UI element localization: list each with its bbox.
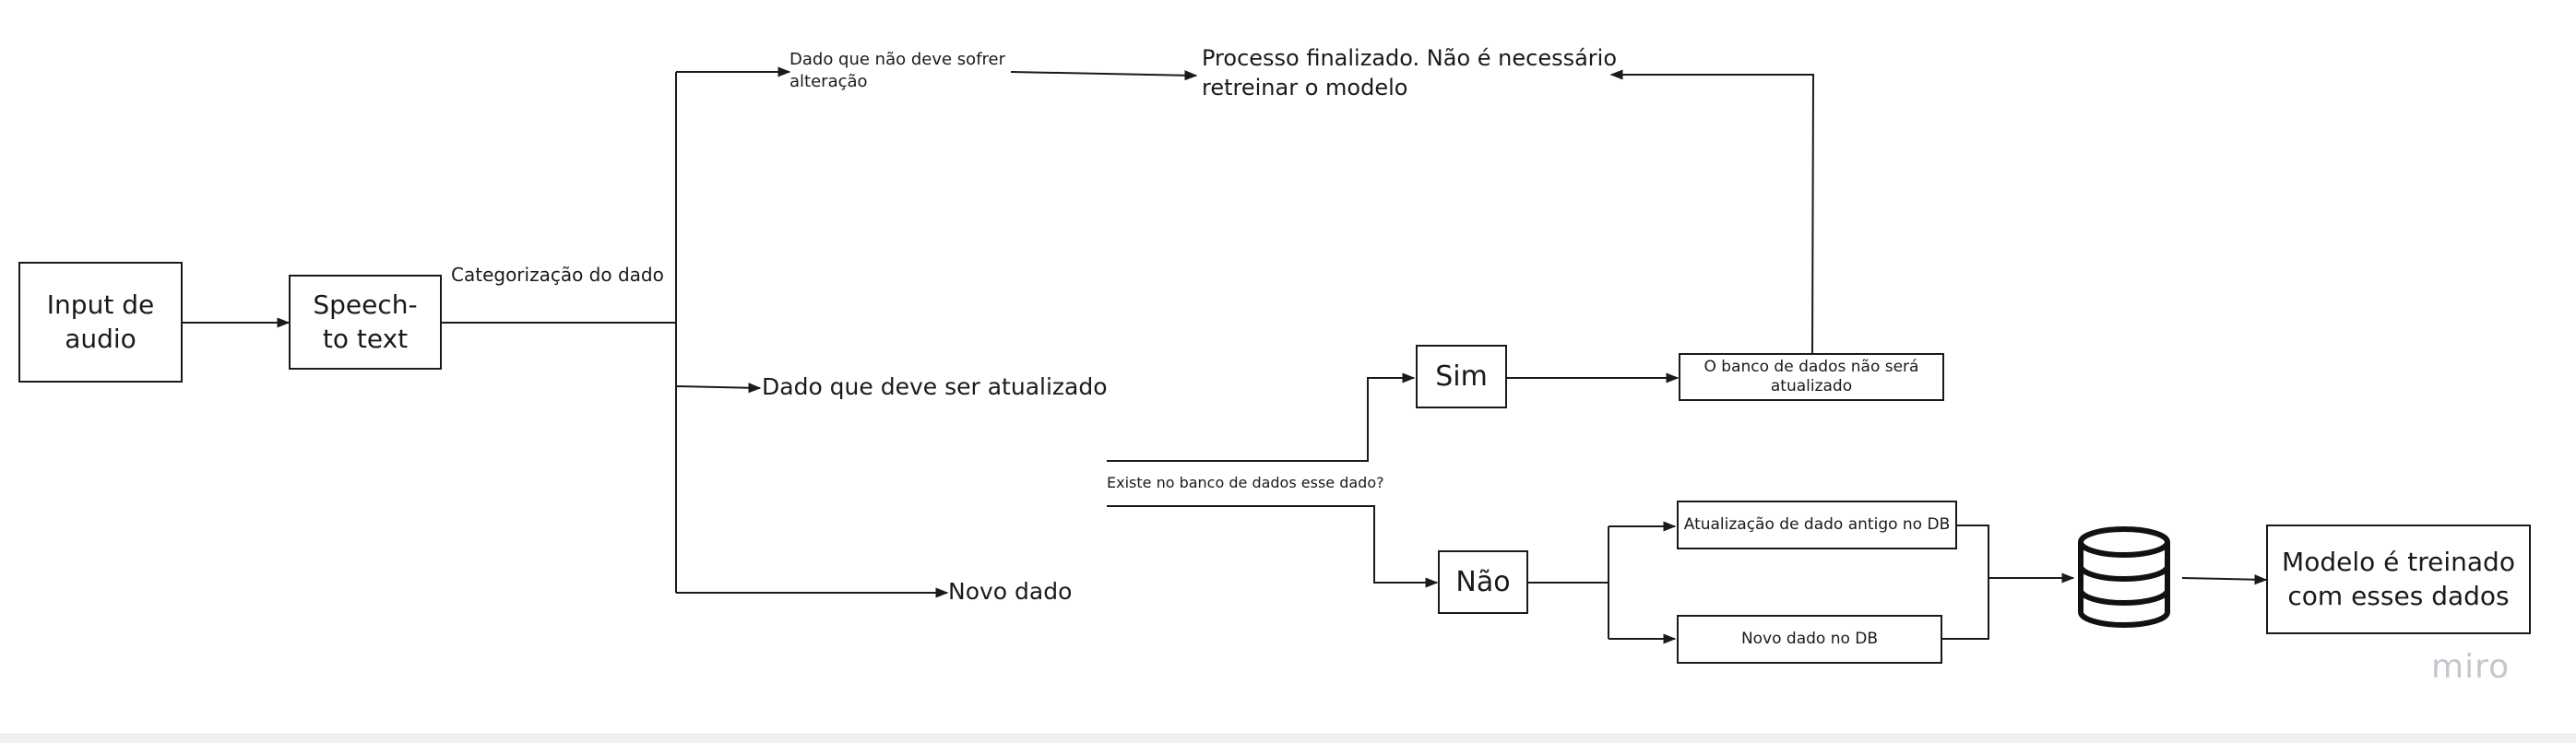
- node-banco-nao-atualizado-label: O banco de dados não será atualizado: [1703, 357, 1919, 395]
- label-existe-no-banco: Existe no banco de dados esse dado?: [1107, 474, 1384, 491]
- label-dado-nao-alterar: Dado que não deve sofrer alteração: [789, 50, 1006, 92]
- label-novo-dado: Novo dado: [948, 578, 1073, 605]
- node-nao[interactable]: Não: [1438, 550, 1528, 614]
- node-modelo-treinado-label: Modelo é treinado com esses dados: [2282, 547, 2515, 611]
- node-input-audio[interactable]: Input de audio: [18, 262, 183, 383]
- node-speech-to-text[interactable]: Speech-to text: [289, 275, 442, 370]
- node-novo-dado-db-label: Novo dado no DB: [1740, 630, 1879, 649]
- edge-nao-alterar-to-finalizado: [1010, 70, 1198, 81]
- edge-lower-to-nao: [1107, 505, 1439, 588]
- node-atualizacao-dado-antigo-label: Atualização de dado antigo no DB: [1683, 515, 1951, 535]
- edge-db-to-modelo: [2181, 574, 2268, 585]
- node-banco-nao-atualizado[interactable]: O banco de dados não será atualizado: [1679, 353, 1944, 401]
- node-sim-label: Sim: [1435, 360, 1488, 393]
- edge-upper-to-sim: [1107, 372, 1416, 462]
- miro-watermark: miro: [2431, 648, 2511, 686]
- node-nao-label: Não: [1455, 566, 1511, 598]
- node-modelo-treinado[interactable]: Modelo é treinado com esses dados: [2266, 525, 2531, 634]
- node-sim[interactable]: Sim: [1416, 345, 1507, 408]
- node-speech-to-text-label: Speech-to text: [313, 289, 418, 354]
- database-icon: [2078, 526, 2170, 628]
- edge-to-dado-atualizar: [675, 383, 762, 394]
- label-processo-finalizado: Processo finalizado. Não é necessário re…: [1202, 45, 1618, 101]
- edge-banco-to-finalizado: [1609, 69, 1815, 354]
- node-atualizacao-dado-antigo[interactable]: Atualização de dado antigo no DB: [1677, 501, 1957, 549]
- node-novo-dado-db[interactable]: Novo dado no DB: [1677, 615, 1942, 664]
- label-dado-atualizar: Dado que deve ser atualizado: [762, 373, 1108, 400]
- label-categorizacao: Categorização do dado: [451, 264, 664, 286]
- edge-novo-db-out: [1942, 578, 1989, 640]
- node-input-audio-label: Input de audio: [46, 289, 155, 354]
- board-bottom-bar: [0, 734, 2576, 743]
- edge-atualizacao-out: [1957, 525, 1989, 578]
